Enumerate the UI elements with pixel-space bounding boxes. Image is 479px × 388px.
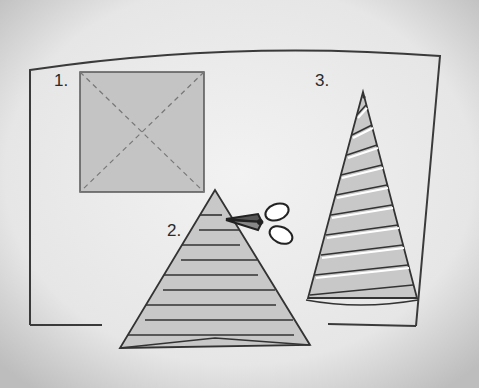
step-number: 3. (315, 72, 329, 89)
scissors (226, 200, 295, 247)
paper-tree (306, 92, 418, 305)
step-number: 1. (54, 72, 68, 89)
paper-square (80, 72, 204, 192)
step-number: 2. (167, 222, 181, 239)
folded-triangle (120, 190, 310, 348)
